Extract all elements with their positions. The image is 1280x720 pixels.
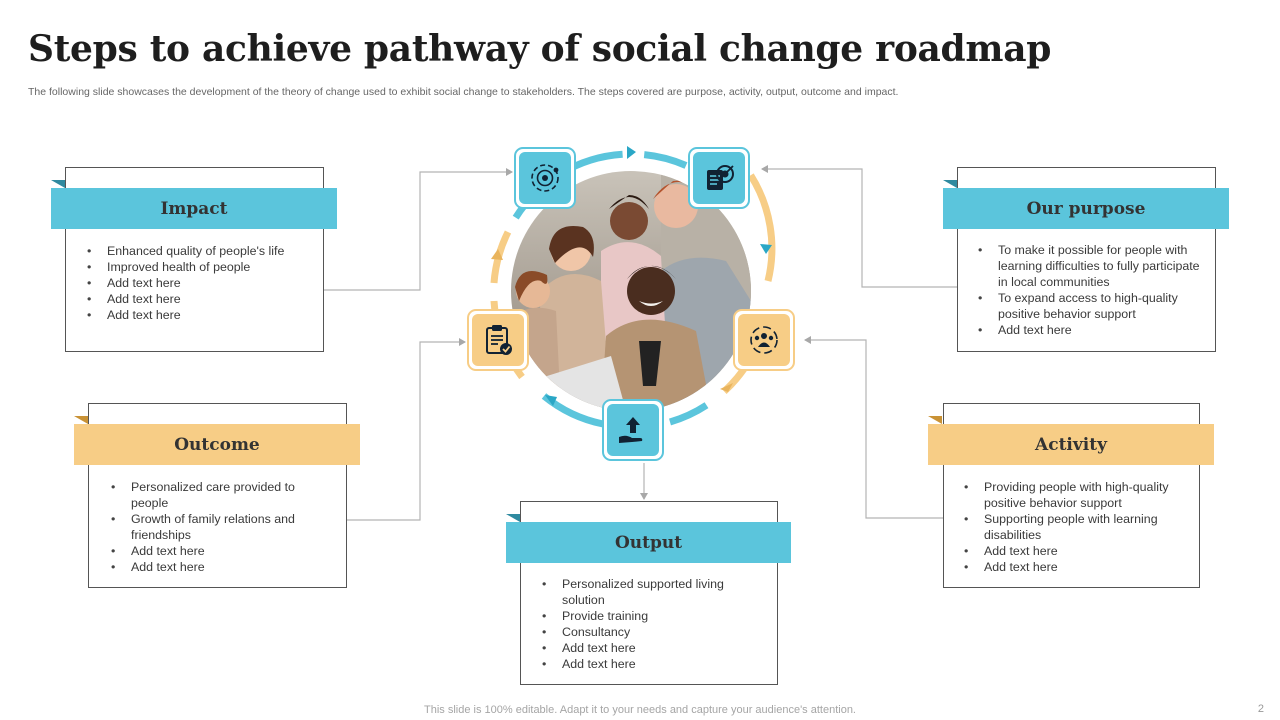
outcome-heading: Outcome: [74, 424, 360, 465]
list-item: Add text here: [964, 559, 1179, 575]
list-item: Add text here: [111, 543, 301, 559]
list-item: Enhanced quality of people's life: [87, 243, 287, 259]
outcome-band-fold: [74, 416, 88, 424]
output-band-fold: [506, 514, 520, 522]
list-item: Add text here: [87, 275, 287, 291]
impact-band-fold: [51, 180, 65, 188]
page-subtitle: The following slide showcases the develo…: [28, 86, 899, 98]
purpose-bullets: To make it possible for people with lear…: [978, 242, 1206, 338]
list-item: To make it possible for people with lear…: [978, 242, 1206, 290]
list-item: Supporting people with learning disabili…: [964, 511, 1179, 543]
ring-arc-top: [643, 151, 688, 169]
list-item: Add text here: [542, 640, 742, 656]
list-item: Add text here: [87, 291, 287, 307]
impact-heading: Impact: [51, 188, 337, 229]
list-item: Providing people with high-quality posit…: [964, 479, 1179, 511]
list-item: To expand access to high-quality positiv…: [978, 290, 1206, 322]
ring-arc-upper-left: [490, 230, 512, 284]
hand-upload-icon: [619, 417, 643, 443]
ring-arc-bottom-right: [668, 402, 709, 426]
list-item: Personalized supported living solution: [542, 576, 742, 608]
outcome-bullets: Personalized care provided to people Gro…: [111, 479, 301, 575]
purpose-heading: Our purpose: [943, 188, 1229, 229]
list-item: Add text here: [964, 543, 1179, 559]
list-item: Growth of family relations and friendshi…: [111, 511, 301, 543]
list-item: Personalized care provided to people: [111, 479, 301, 511]
team-cycle-icon: [750, 326, 778, 354]
list-item: Add text here: [87, 307, 287, 323]
list-item: Add text here: [542, 656, 742, 672]
icon-box-bottom: [602, 399, 664, 461]
output-heading: Output: [506, 522, 791, 563]
page-number: 2: [1257, 703, 1264, 715]
connector-activity: [804, 336, 944, 519]
list-item: Improved health of people: [87, 259, 287, 275]
clipboard-check-icon: [486, 325, 512, 355]
list-item: Add text here: [111, 559, 301, 575]
document-target-icon: [707, 165, 734, 190]
activity-heading: Activity: [928, 424, 1214, 465]
page-title: Steps to achieve pathway of social chang…: [28, 28, 1052, 70]
connector-impact: [324, 168, 513, 291]
connector-outcome: [347, 338, 466, 521]
list-item: Provide training: [542, 608, 742, 624]
icon-box-right: [733, 309, 795, 371]
icon-box-left: [467, 309, 529, 371]
activity-bullets: Providing people with high-quality posit…: [964, 479, 1179, 575]
purpose-band-fold: [943, 180, 957, 188]
icon-box-top-right: [688, 147, 750, 209]
impact-bullets: Enhanced quality of people's life Improv…: [87, 243, 287, 323]
list-item: Add text here: [978, 322, 1206, 338]
icon-box-top-left: [514, 147, 576, 209]
list-item: Consultancy: [542, 624, 742, 640]
connector-purpose: [761, 165, 958, 288]
footer-note: This slide is 100% editable. Adapt it to…: [424, 704, 856, 716]
target-orbit-icon: [531, 164, 559, 192]
output-bullets: Personalized supported living solution P…: [542, 576, 742, 672]
activity-band-fold: [928, 416, 942, 424]
ring-arc-top-right: [747, 173, 776, 282]
